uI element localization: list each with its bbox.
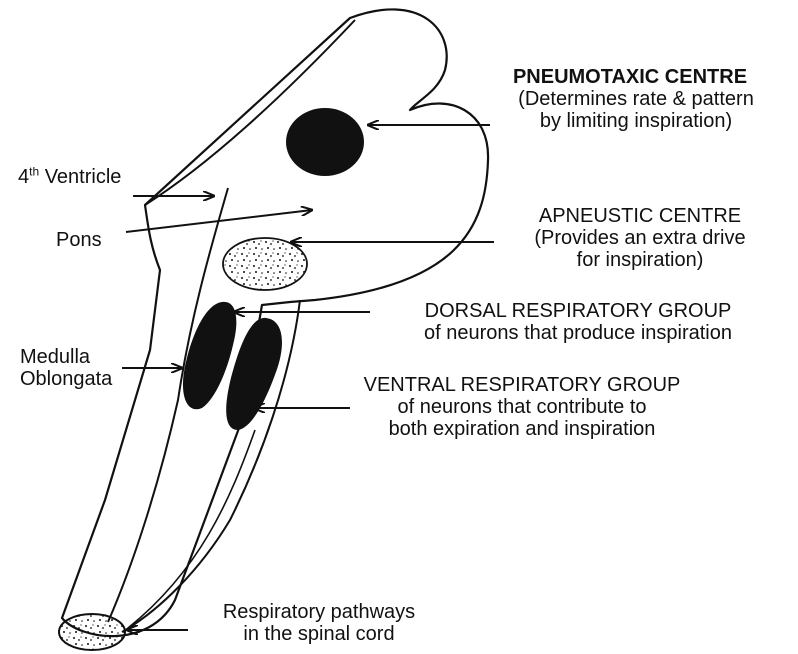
medulla-inner-line bbox=[128, 430, 255, 628]
dorsal-desc: of neurons that produce inspiration bbox=[372, 322, 784, 344]
pneumotaxic-centre-mark bbox=[286, 108, 364, 176]
apneustic-label: APNEUSTIC CENTRE (Provides an extra driv… bbox=[496, 205, 784, 271]
spinal-label-line-1: Respiratory pathways bbox=[188, 601, 450, 623]
apneustic-centre-mark bbox=[223, 238, 307, 290]
pons-label: Pons bbox=[56, 229, 102, 251]
dorsal-label: DORSAL RESPIRATORY GROUP of neurons that… bbox=[372, 300, 784, 344]
ventral-title: VENTRAL RESPIRATORY GROUP bbox=[330, 374, 714, 396]
ventricle-label-suffix: th bbox=[29, 164, 39, 178]
ventral-label: VENTRAL RESPIRATORY GROUP of neurons tha… bbox=[330, 374, 714, 440]
dorsal-title: DORSAL RESPIRATORY GROUP bbox=[372, 300, 784, 322]
ventral-desc-line-1: of neurons that contribute to bbox=[330, 396, 714, 418]
arrow-pons bbox=[126, 210, 312, 232]
pons-boundary-line bbox=[108, 188, 228, 622]
medulla-label: Medulla Oblongata bbox=[20, 346, 112, 390]
medulla-label-line-1: Medulla bbox=[20, 346, 112, 368]
pneumotaxic-label: PNEUMOTAXIC CENTRE (Determines rate & pa… bbox=[488, 66, 784, 132]
ventricle-label: 4th Ventricle bbox=[18, 166, 121, 188]
spinal-label-line-2: in the spinal cord bbox=[188, 623, 450, 645]
medulla-label-line-2: Oblongata bbox=[20, 368, 112, 390]
apneustic-desc-line-2: for inspiration) bbox=[496, 249, 784, 271]
apneustic-desc-line-1: (Provides an extra drive bbox=[496, 227, 784, 249]
spinal-cord-section bbox=[59, 614, 125, 650]
pneumotaxic-desc-line-2: by limiting inspiration) bbox=[488, 110, 784, 132]
pneumotaxic-desc-line-1: (Determines rate & pattern bbox=[488, 88, 784, 110]
pneumotaxic-title: PNEUMOTAXIC CENTRE bbox=[476, 66, 784, 88]
spinal-label: Respiratory pathways in the spinal cord bbox=[188, 601, 450, 645]
apneustic-title: APNEUSTIC CENTRE bbox=[496, 205, 784, 227]
ventral-desc-line-2: both expiration and inspiration bbox=[330, 418, 714, 440]
ventricle-label-text: Ventricle bbox=[39, 166, 121, 188]
ventricle-label-number: 4 bbox=[18, 166, 29, 188]
